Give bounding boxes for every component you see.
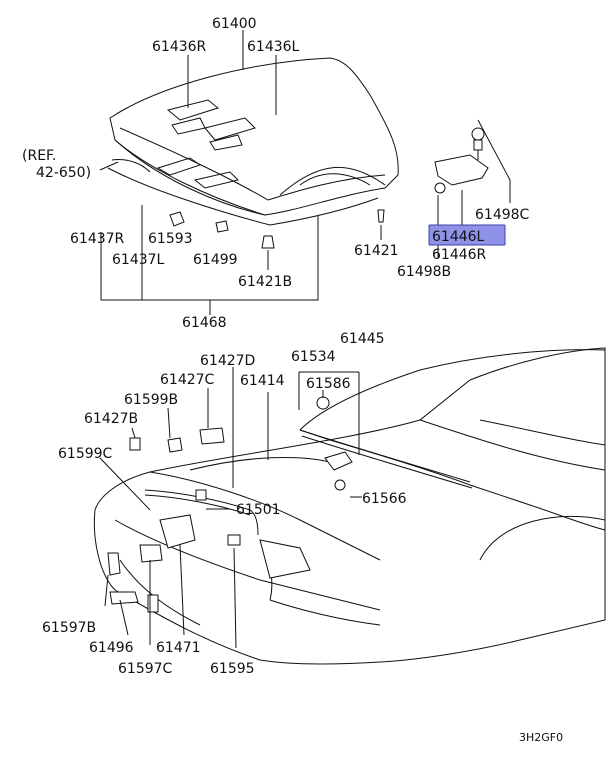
label-61595: 61595 xyxy=(210,661,255,677)
clip-parts xyxy=(169,209,385,249)
label-61421B: 61421B xyxy=(238,274,292,290)
label-61446R: 61446R xyxy=(432,247,487,263)
label-61400: 61400 xyxy=(212,16,257,32)
label-61437L: 61437L xyxy=(112,252,165,268)
label-61599B: 61599B xyxy=(124,392,178,408)
label-61599C: 61599C xyxy=(58,446,113,462)
label-61436R: 61436R xyxy=(152,39,207,55)
diagram-code: 3H2GF0 xyxy=(519,731,563,744)
label-61499: 61499 xyxy=(193,252,238,268)
label-61597C: 61597C xyxy=(118,661,173,677)
lower-parts xyxy=(107,396,353,613)
label-61498C: 61498C xyxy=(475,207,530,223)
label-61593: 61593 xyxy=(148,231,193,247)
label-61427C: 61427C xyxy=(160,372,215,388)
label-61445: 61445 xyxy=(340,331,385,347)
label-61597B: 61597B xyxy=(42,620,96,636)
label-61427B: 61427B xyxy=(84,411,138,427)
leader-lines-top xyxy=(99,30,511,315)
label-61436L: 61436L xyxy=(247,39,300,55)
label-61566: 61566 xyxy=(362,491,407,507)
hood-cable-and-rod xyxy=(144,429,473,536)
label-ref-2: 42-650) xyxy=(36,165,91,181)
label-61437R: 61437R xyxy=(70,231,125,247)
label-61586: 61586 xyxy=(306,376,351,392)
label-ref-1: (REF. xyxy=(22,148,56,164)
label-61534: 61534 xyxy=(291,349,336,365)
label-61427D: 61427D xyxy=(200,353,255,369)
part-labels: 61400 61436R 61436L (REF. 42-650) 61498C… xyxy=(22,16,563,744)
car-body xyxy=(93,347,606,665)
hood-hinge xyxy=(434,127,489,194)
label-61468: 61468 xyxy=(182,315,227,331)
label-61501: 61501 xyxy=(236,502,281,518)
label-61421: 61421 xyxy=(354,243,399,259)
hood-panel xyxy=(107,57,399,226)
leader-lines-bottom xyxy=(99,367,362,649)
label-61498B: 61498B xyxy=(397,264,451,280)
label-61446L: 61446L xyxy=(432,229,485,245)
label-61471: 61471 xyxy=(156,640,201,656)
highlighted-part-61446L[interactable]: 61446L xyxy=(428,224,506,246)
label-61496: 61496 xyxy=(89,640,134,656)
label-61414: 61414 xyxy=(240,373,285,389)
